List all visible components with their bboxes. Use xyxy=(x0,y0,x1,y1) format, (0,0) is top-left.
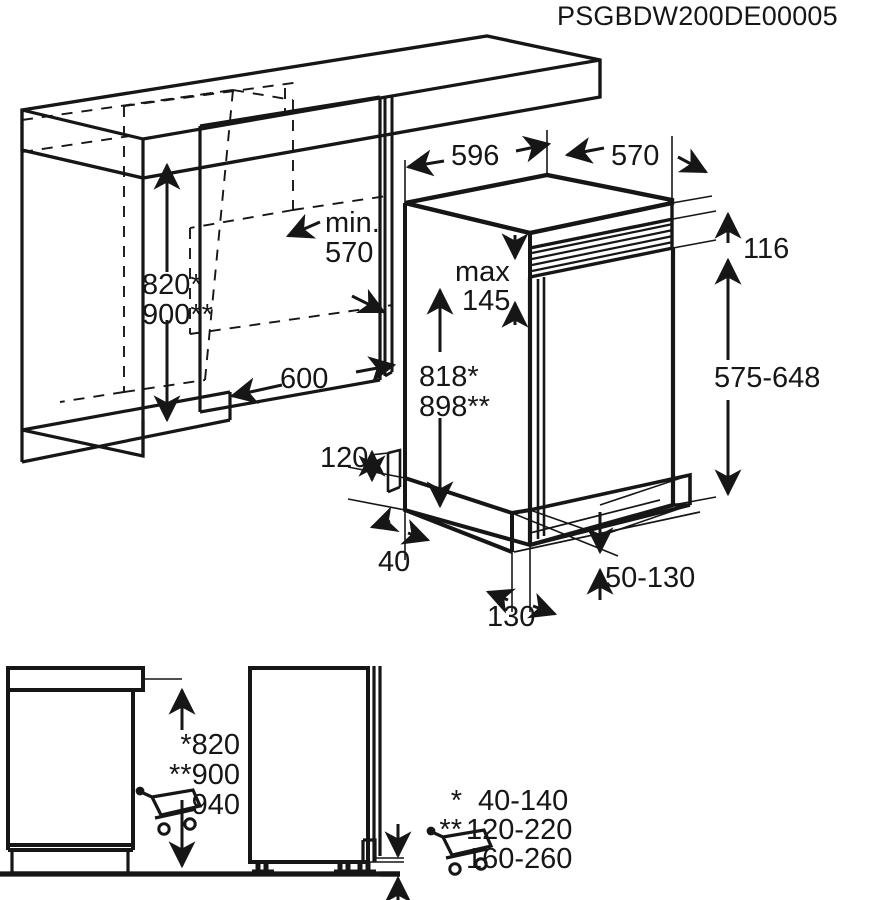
dim-label-door-height-range: 575-648 xyxy=(714,362,821,394)
dim-label-niche-height: 820* xyxy=(142,269,202,301)
legend-marker-0: * xyxy=(450,785,462,817)
plinth-right-return xyxy=(529,472,692,547)
cabinet-elevation xyxy=(6,666,145,852)
dim-label-niche-width: 600 xyxy=(280,363,329,395)
dim-label-plinth-depth: 130 xyxy=(487,601,536,633)
dim-label-niche-height-alt: 900** xyxy=(142,299,213,331)
dishwasher-side-door xyxy=(366,666,382,862)
dishwasher-top-panel xyxy=(404,172,675,236)
elevation-label-height-star: *820 xyxy=(180,729,240,761)
dim-label-appliance-height-alt: 898** xyxy=(419,391,490,423)
shopping-cart-icon xyxy=(135,786,203,836)
left-foot-bracket xyxy=(386,448,402,494)
dim-appliance-depth xyxy=(564,137,708,174)
dishwasher-plinth xyxy=(403,476,532,554)
legend-value-2: 160-260 xyxy=(466,843,573,875)
elevation-label-height-cart: 940 xyxy=(191,789,240,821)
hidden-construction-lines xyxy=(21,81,394,403)
countertop-front-edge xyxy=(21,58,601,178)
legend-marker-1: ** xyxy=(439,814,462,846)
niche-side-panel xyxy=(198,95,382,414)
legend-value-1: 120-220 xyxy=(466,814,573,846)
dim-label-door-top: 116 xyxy=(743,233,790,265)
dim-label-plinth-offset: 40 xyxy=(378,546,411,578)
dishwasher-side-plinth xyxy=(361,838,377,862)
drawing-code: PSGBDW200DE00005 xyxy=(557,1,838,31)
control-fascia xyxy=(531,222,674,273)
dim-label-appliance-height: 818* xyxy=(419,361,479,393)
dim-label-worktop-gap-value: 145 xyxy=(462,285,511,317)
elevation-label-height-starstar: **900 xyxy=(169,759,240,791)
dim-label-appliance-width: 596 xyxy=(451,140,500,172)
dim-niche-width xyxy=(229,356,397,404)
dim-plinth-depth xyxy=(485,588,558,619)
dishwasher-door-panel xyxy=(527,248,676,548)
shopping-cart-icon-legend xyxy=(426,826,494,876)
legend-value-0: 40-140 xyxy=(478,785,569,817)
dim-label-plinth-recess: 120 xyxy=(320,442,369,474)
dim-label-worktop-gap: max xyxy=(455,256,510,288)
dim-plinth-offset xyxy=(369,506,431,545)
dim-label-appliance-depth: 570 xyxy=(611,140,660,172)
dim-label-plinth-range: 50-130 xyxy=(605,562,696,594)
niche-right-upright xyxy=(383,95,394,378)
cabinet-elevation-plinth xyxy=(10,850,130,875)
dim-label-niche-depth-min: min. xyxy=(325,207,380,239)
dishwasher-side-elevation xyxy=(248,666,370,864)
dim-niche-depth xyxy=(285,213,387,314)
dim-appliance-width xyxy=(405,135,552,177)
fascia-outline xyxy=(529,217,674,279)
door-panel-inner-edge xyxy=(536,277,546,539)
dim-label-niche-depth-value: 570 xyxy=(325,237,374,269)
